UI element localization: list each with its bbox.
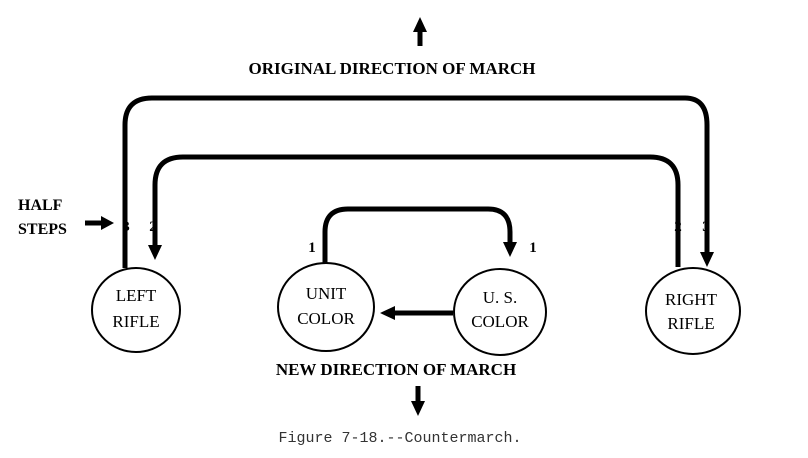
step-number-right-inner: 2 bbox=[674, 219, 682, 235]
new-direction-arrow bbox=[411, 386, 425, 416]
original-direction-label: ORIGINAL DIRECTION OF MARCH bbox=[249, 59, 536, 78]
center-march-path bbox=[322, 206, 513, 265]
inner-march-path bbox=[152, 154, 681, 267]
step-number-right-outer: 3 bbox=[702, 219, 710, 235]
half-steps-label-line2: STEPS bbox=[18, 221, 67, 238]
right-rifle-label-line2: RIFLE bbox=[667, 314, 714, 333]
original-direction-arrow bbox=[413, 17, 427, 46]
us-color-label-line1: U. S. bbox=[483, 288, 517, 307]
us-color-circle: U. S. COLOR bbox=[453, 268, 547, 356]
left-rifle-circle: LEFT RIFLE bbox=[91, 267, 181, 353]
step-number-left-inner: 2 bbox=[149, 219, 157, 235]
step-number-left-outer: 3 bbox=[122, 219, 130, 235]
outer-march-path bbox=[122, 95, 710, 268]
right-rifle-circle: RIGHT RIFLE bbox=[645, 267, 741, 355]
center-path-arrowhead bbox=[503, 242, 517, 257]
step-number-center-left: 1 bbox=[308, 240, 316, 256]
right-rifle-label-line1: RIGHT bbox=[665, 290, 718, 309]
us-color-label-line2: COLOR bbox=[471, 312, 529, 331]
unit-color-circle: UNIT COLOR bbox=[277, 262, 375, 352]
unit-color-label-line1: UNIT bbox=[306, 284, 347, 303]
half-steps-label-line1: HALF bbox=[18, 197, 63, 214]
figure-caption: Figure 7-18.--Countermarch. bbox=[278, 430, 521, 447]
outer-path-arrowhead bbox=[700, 252, 714, 267]
center-direction-arrow bbox=[380, 306, 453, 320]
unit-color-label-line2: COLOR bbox=[297, 309, 355, 328]
step-number-center-right: 1 bbox=[529, 240, 537, 256]
new-direction-label: NEW DIRECTION OF MARCH bbox=[276, 360, 516, 379]
left-rifle-label-line2: RIFLE bbox=[112, 312, 159, 331]
left-rifle-label-line1: LEFT bbox=[116, 286, 157, 305]
inner-path-arrowhead bbox=[148, 245, 162, 260]
half-steps-arrow bbox=[85, 216, 114, 230]
